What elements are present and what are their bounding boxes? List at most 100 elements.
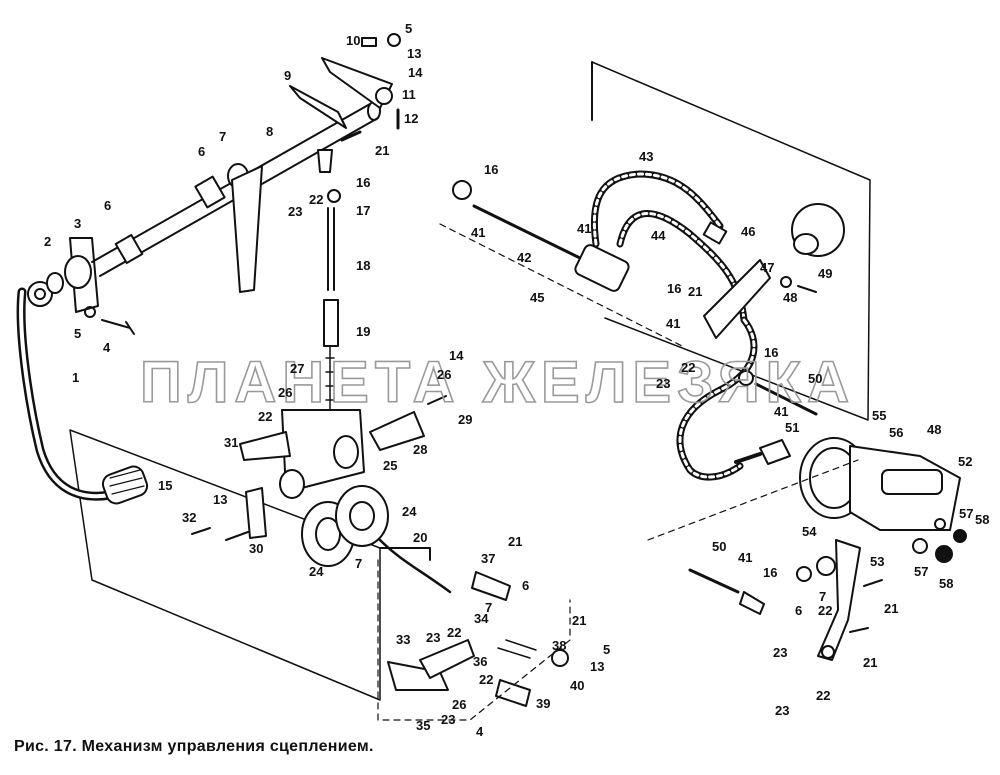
part-number-label: 23 (441, 712, 455, 727)
part-number-label: 51 (785, 420, 799, 435)
part-number-label: 4 (476, 724, 484, 739)
part-number-label: 3 (74, 216, 81, 231)
part-number-label: 4 (103, 340, 111, 355)
part-number-label: 21 (508, 534, 522, 549)
part-number-label: 46 (741, 224, 755, 239)
rod-50-upper (738, 370, 818, 416)
part-number-label: 36 (473, 654, 487, 669)
slave-rod (452, 180, 630, 292)
part-number-label: 17 (356, 203, 370, 218)
clevis-upper (317, 130, 362, 203)
part-number-label: 22 (258, 409, 272, 424)
fitting-51 (734, 439, 791, 465)
upper-lever (289, 33, 401, 130)
part-number-label: 16 (484, 162, 498, 177)
dashed-group-right (647, 459, 859, 541)
part-number-label: 23 (775, 703, 789, 718)
part-number-label: 16 (356, 175, 370, 190)
part-number-label: 15 (158, 478, 172, 493)
booster-lever (796, 538, 953, 661)
hose-bracket (703, 259, 817, 339)
part-number-label: 13 (213, 492, 227, 507)
clutch-pedal (16, 281, 115, 501)
lower-bracket (191, 487, 267, 541)
part-number-label: 7 (355, 556, 362, 571)
part-number-label: 5 (74, 326, 81, 341)
lower-lever-assembly (387, 571, 569, 707)
roller-wheels (301, 485, 389, 567)
part-number-label: 58 (939, 576, 953, 591)
part-number-label: 23 (288, 204, 302, 219)
part-number-label: 57 (959, 506, 973, 521)
part-number-label: 13 (407, 46, 421, 61)
part-number-label: 39 (536, 696, 550, 711)
part-number-label: 53 (870, 554, 884, 569)
part-number-label: 32 (182, 510, 196, 525)
part-number-label: 50 (808, 371, 822, 386)
figure-caption: Рис. 17. Механизм управления сцеплением. (14, 738, 374, 755)
part-number-label: 6 (198, 144, 205, 159)
part-number-label: 22 (818, 603, 832, 618)
part-number-label: 21 (572, 613, 586, 628)
part-number-label: 22 (479, 672, 493, 687)
watermark: ПЛАНЕТА ЖЕЛЕЗЯКА (140, 350, 855, 415)
part-number-label: 9 (284, 68, 291, 83)
part-number-label: 21 (884, 601, 898, 616)
part-number-label: 25 (383, 458, 397, 473)
part-number-label: 7 (819, 589, 826, 604)
part-number-label: 6 (522, 578, 529, 593)
part-number-label: 14 (408, 65, 423, 80)
cable-rod (378, 538, 452, 594)
part-number-label: 41 (666, 316, 680, 331)
dashed-group-45 (439, 223, 683, 347)
part-number-label: 21 (375, 143, 389, 158)
part-number-label: 19 (356, 324, 370, 339)
part-number-label: 1 (72, 370, 79, 385)
part-number-label: 56 (889, 425, 903, 440)
part-number-label: 13 (590, 659, 604, 674)
part-number-label: 26 (437, 367, 451, 382)
clutch-booster (799, 437, 967, 543)
part-number-label: 48 (927, 422, 941, 437)
part-number-label: 54 (802, 524, 817, 539)
part-number-label: 26 (452, 697, 466, 712)
part-number-label: 41 (577, 221, 591, 236)
part-number-label: 37 (481, 551, 495, 566)
part-number-label: 41 (471, 225, 485, 240)
part-number-label: 41 (774, 404, 788, 419)
part-number-label: 11 (402, 87, 416, 102)
part-number-label: 7 (219, 129, 226, 144)
part-number-label: 21 (688, 284, 702, 299)
part-number-label: 16 (667, 281, 681, 296)
part-number-label: 40 (570, 678, 584, 693)
part-number-label: 31 (224, 435, 238, 450)
part-number-label: 26 (278, 385, 292, 400)
part-number-label: 16 (764, 345, 778, 360)
part-drawings (16, 33, 967, 721)
part-number-label: 50 (712, 539, 726, 554)
part-number-label: 45 (530, 290, 544, 305)
part-number-label: 22 (681, 360, 695, 375)
pedal-bracket (46, 237, 135, 335)
part-number-label: 8 (266, 124, 273, 139)
part-number-label: 18 (356, 258, 370, 273)
part-number-label: 42 (517, 250, 531, 265)
part-number-label: 22 (309, 192, 323, 207)
part-number-label: 38 (552, 638, 566, 653)
part-number-label: 43 (639, 149, 653, 164)
part-number-label: 28 (413, 442, 427, 457)
part-number-label: 24 (309, 564, 324, 579)
part-number-label: 5 (405, 21, 412, 36)
pedal-pad (101, 465, 149, 505)
part-number-label: 23 (656, 376, 670, 391)
part-number-label: 12 (404, 111, 418, 126)
part-number-label: 34 (474, 611, 489, 626)
part-number-label: 24 (402, 504, 417, 519)
part-number-label: 49 (818, 266, 832, 281)
part-number-label: 7 (485, 600, 492, 615)
spline-shaft (791, 203, 845, 257)
part-number-label: 33 (396, 632, 410, 647)
firewall-panel (591, 61, 871, 421)
part-number-label: 35 (416, 718, 430, 733)
